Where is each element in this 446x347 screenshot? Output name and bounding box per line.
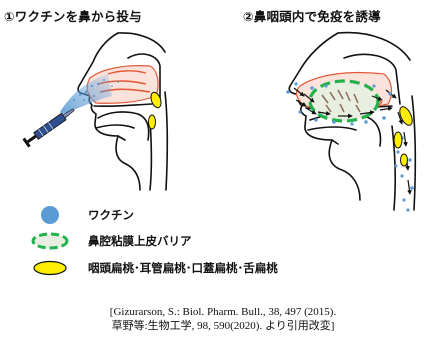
- legend-tonsil-ellipse: [34, 262, 66, 275]
- syringe-icon: [22, 106, 76, 148]
- nasal-epithelial-barrier: [310, 81, 378, 121]
- citation-line-2: 草野等:生物工学, 98, 590(2020). より引用改変]: [0, 319, 446, 333]
- legend-label-vaccine: ワクチン: [88, 207, 134, 223]
- legend-barrier-ellipse: [33, 234, 67, 248]
- legend-label-tonsils: 咽頭扁桃･耳管扁桃･口蓋扁桃･舌扁桃: [88, 260, 278, 276]
- left-head-profile: [78, 33, 167, 190]
- legend-symbols: [33, 206, 67, 275]
- legend-label-barrier: 鼻腔粘膜上皮バリア: [88, 233, 192, 249]
- citation-line-1: [Gizurarson, S.: Biol. Pharm. Bull., 38,…: [0, 305, 446, 319]
- legend-vaccine-dot: [41, 206, 59, 224]
